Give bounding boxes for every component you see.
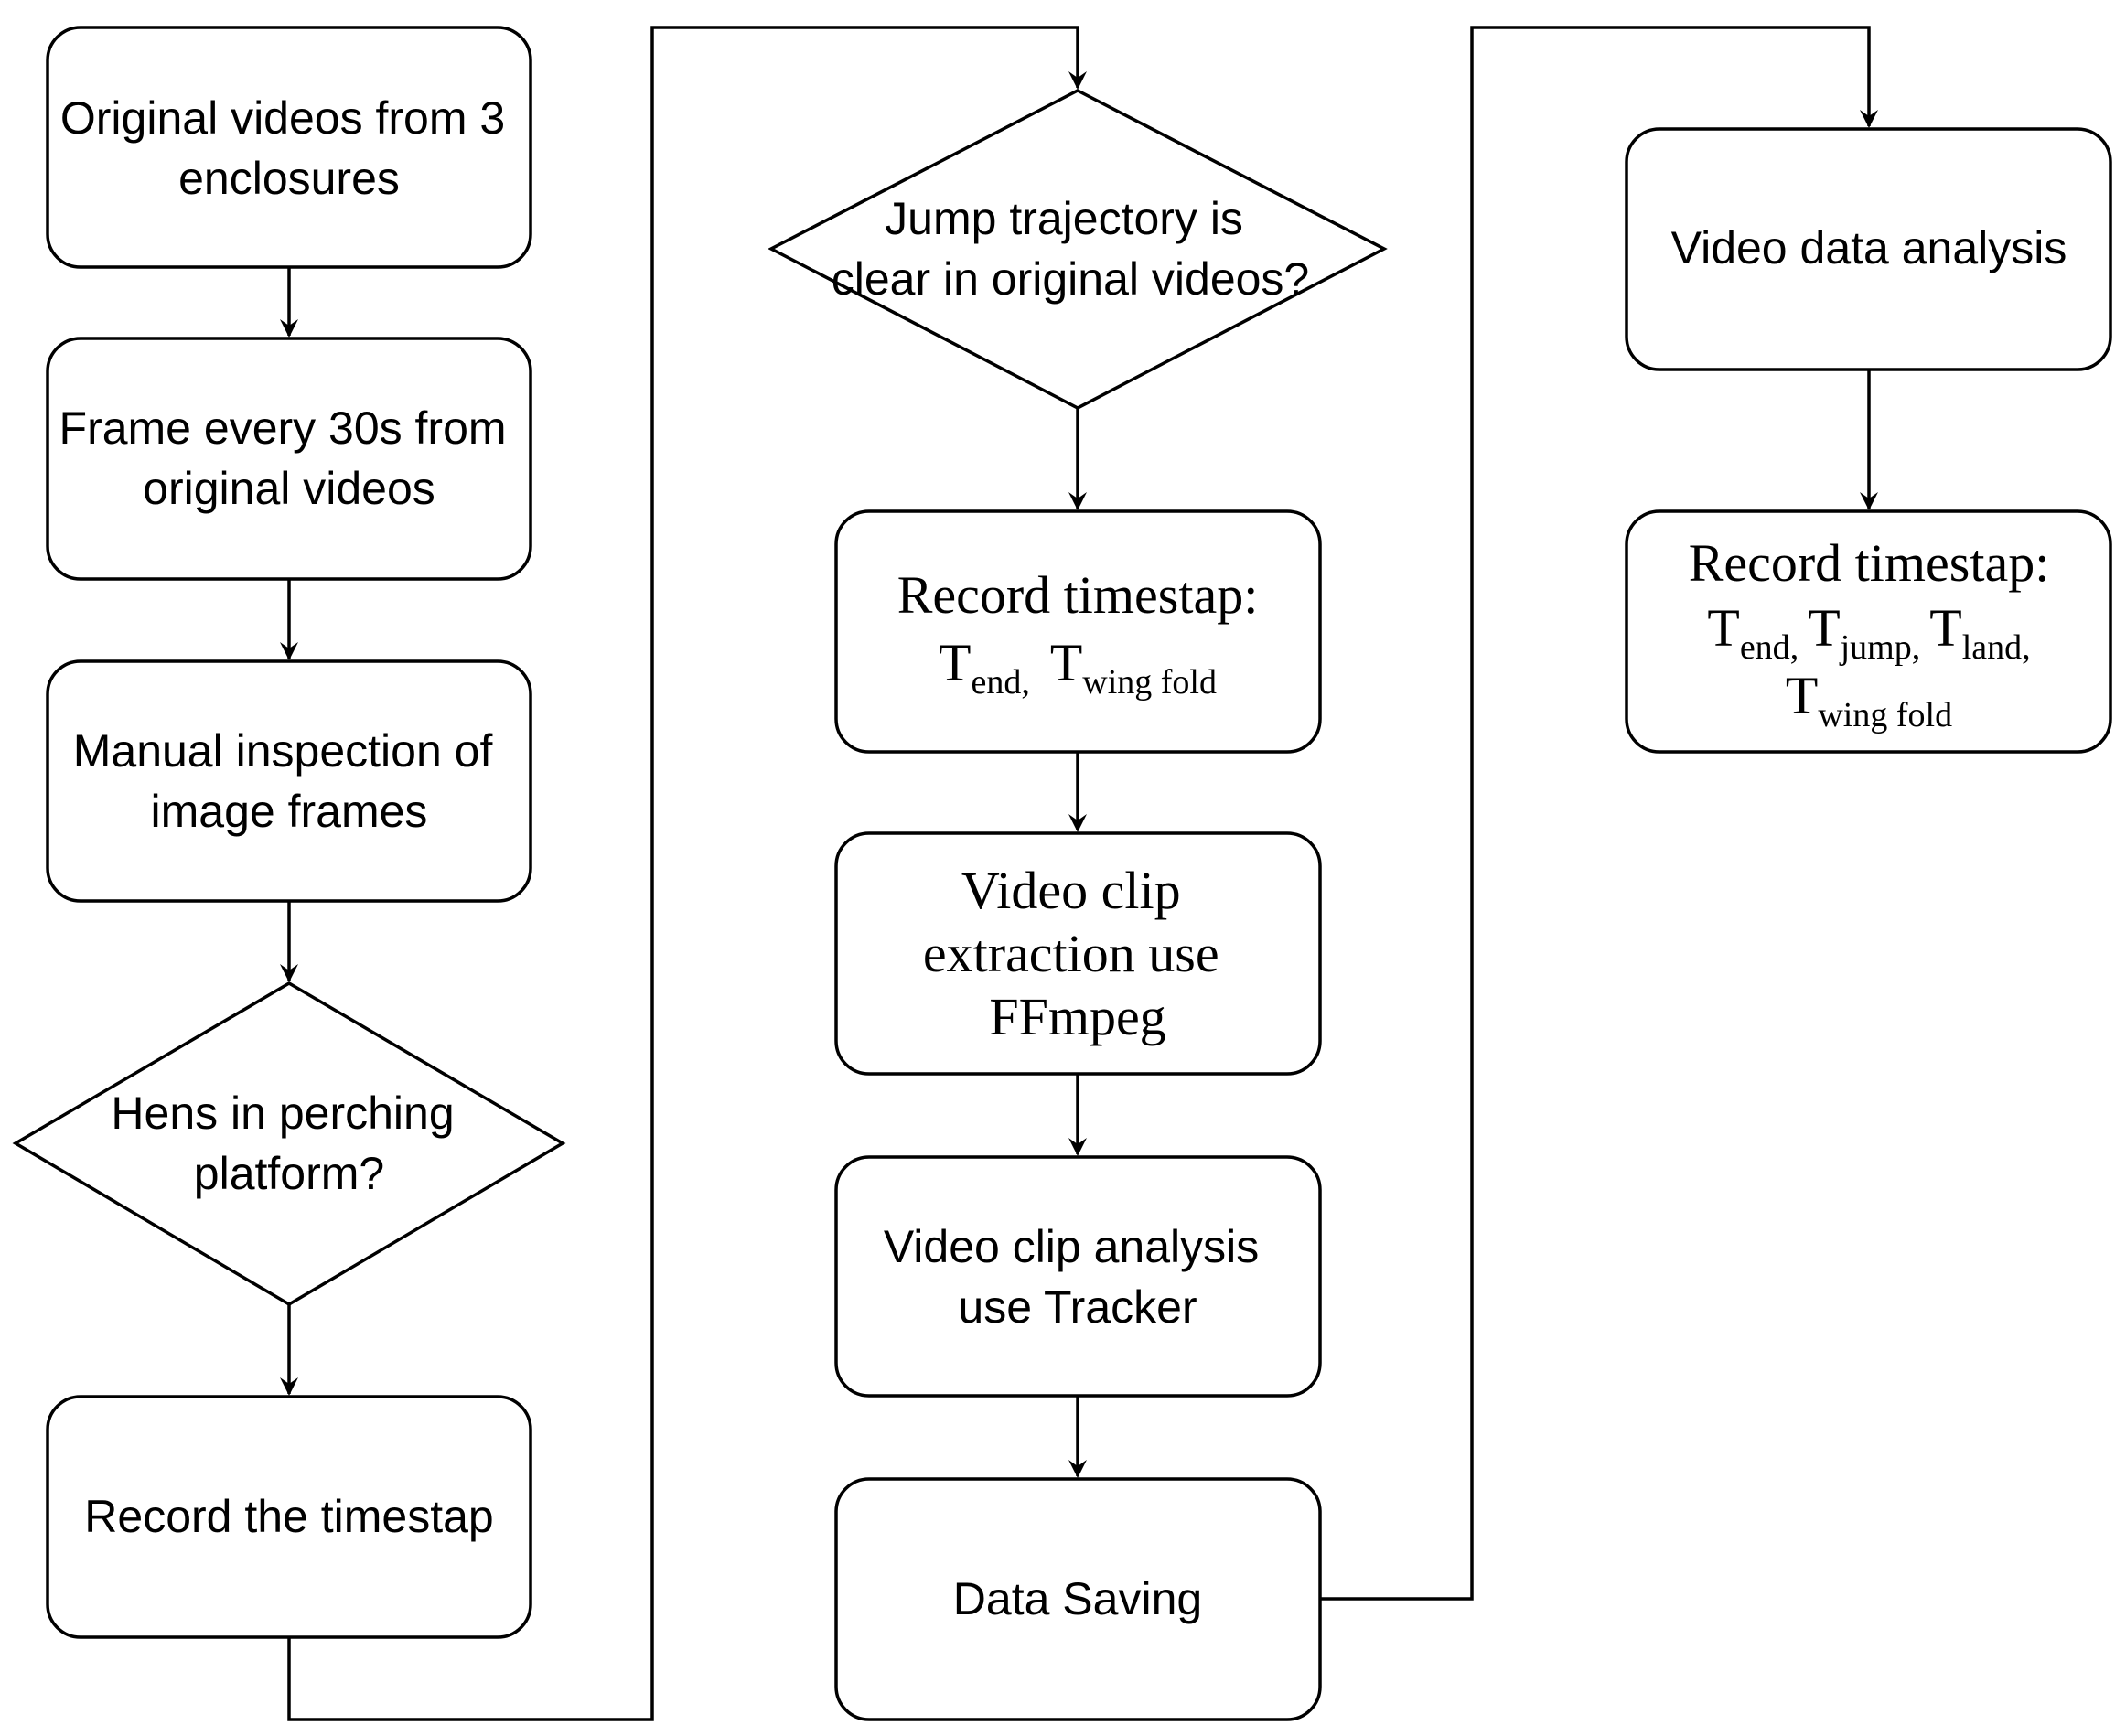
node-label-line: clear in original videos? — [832, 253, 1310, 305]
svg-text:Video clip analysis use: Video clip analysis use Tracker — [884, 1221, 1272, 1333]
svg-text:Record timestap:: Record timestap: — [1689, 533, 2050, 593]
node-video-clip-extraction: Video clip extraction use FFmpeg — [834, 831, 1322, 1076]
node-label-line: FFmpeg — [989, 987, 1165, 1046]
node-video-data-analysis: Video data analysis — [1625, 127, 2112, 371]
node-label-line: Hens in perching — [111, 1088, 454, 1139]
svg-text:Frame every 30s from ori: Frame every 30s from original videos — [59, 402, 520, 514]
node-label-line: Frame every 30s from — [59, 402, 507, 454]
decision-hens-in-perching-platform: Hens in perching platform? — [12, 981, 566, 1307]
edge-saving-to-video-data — [1320, 26, 1878, 1601]
node-label-line: platform? — [194, 1148, 384, 1199]
node-label-line: Data Saving — [953, 1573, 1202, 1624]
svg-text:Original videos from 3 e: Original videos from 3 enclosures — [60, 92, 518, 204]
node-label-line: extraction use — [923, 924, 1219, 983]
node-record-timestap-all: Record timestap: Tend,Tjump,Tland, Twing… — [1625, 509, 2112, 754]
svg-text:Record timestap:: Record timestap: — [897, 565, 1259, 625]
node-label-line: Jump trajectory is — [885, 193, 1243, 244]
svg-text:Data Saving: Data Saving — [953, 1573, 1202, 1624]
node-label-line: Manual inspection of — [73, 725, 493, 777]
node-label-line: Record the timestap — [84, 1491, 493, 1542]
node-record-the-timestap: Record the timestap — [46, 1395, 532, 1639]
edges — [280, 26, 1878, 1721]
decision-jump-trajectory-clear: Jump trajectory is clear in original vid… — [768, 89, 1388, 410]
node-label-line: Record timestap: — [897, 565, 1259, 625]
node-original-videos: Original videos from 3 enclosures — [46, 26, 532, 269]
node-label-line: original videos — [143, 463, 435, 514]
svg-text:Manual inspection of ima: Manual inspection of image frames — [73, 725, 506, 837]
node-label-line: Video data analysis — [1671, 222, 2067, 273]
svg-text:Jump trajectory is clear: Jump trajectory is clear in original vid… — [832, 193, 1310, 305]
node-data-saving: Data Saving — [834, 1477, 1322, 1721]
node-label-line: Original videos from 3 — [60, 92, 505, 144]
node-label-line: Video clip — [961, 861, 1181, 920]
node-label-line: use Tracker — [958, 1281, 1197, 1333]
svg-text:Hens in perching platfor: Hens in perching platform? — [111, 1088, 467, 1199]
svg-text:Video clip extraction us: Video clip extraction use FFmpeg — [923, 861, 1232, 1046]
node-label-line: Video clip analysis — [884, 1221, 1259, 1272]
svg-text:Video data analysis: Video data analysis — [1671, 222, 2067, 273]
timestamp-variables: Tend,Twing fold — [939, 633, 1217, 702]
edge-record-to-jump — [287, 26, 1087, 1721]
node-label-line: Record timestap: — [1689, 533, 2050, 593]
svg-text:Record the timestap: Record the timestap — [84, 1491, 493, 1542]
timestamp-variables: Tend,Tjump,Tland, — [1707, 598, 2030, 667]
node-label-line: enclosures — [178, 153, 400, 204]
node-label-line: image frames — [151, 786, 428, 837]
node-frame-every-30s: Frame every 30s from original videos — [46, 337, 532, 581]
node-video-clip-analysis: Video clip analysis use Tracker — [834, 1155, 1322, 1398]
node-record-timestap-end-wingfold: Record timestap: Tend,Twing fold — [834, 509, 1322, 754]
timestamp-variables: Twing fold — [1786, 666, 1952, 734]
node-manual-inspection: Manual inspection of image frames — [46, 659, 532, 903]
